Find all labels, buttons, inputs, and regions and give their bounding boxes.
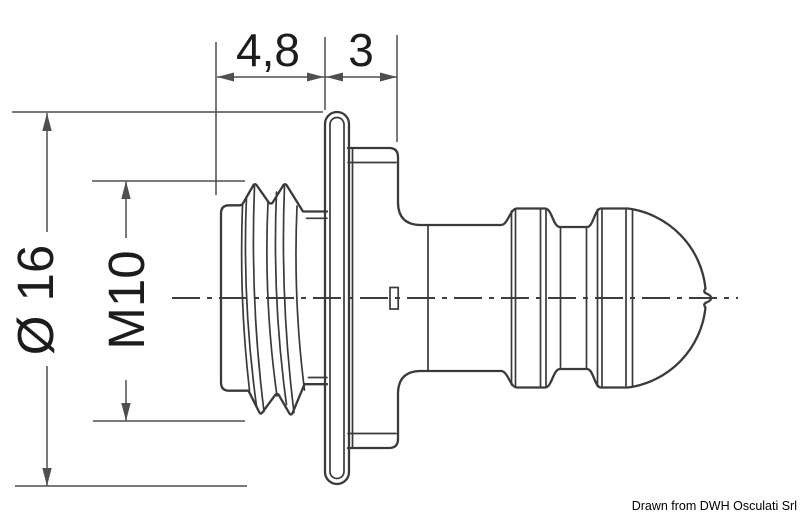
arrow-left [217, 72, 234, 82]
dimension-flange-diameter: Ø 16 [7, 245, 64, 356]
arrow-diameter-bottom [42, 468, 52, 486]
arrow-thread-bottom [121, 403, 131, 421]
attribution-text: Drawn from DWH Osculati Srl [632, 499, 797, 513]
dimension-thread-length: 4,8 [236, 24, 300, 76]
flange-inner [329, 116, 345, 480]
left-dimensions: Ø 16 M10 [7, 111, 323, 487]
thread-helix-lines [240, 185, 306, 414]
dimension-thread-size: M10 [98, 250, 155, 349]
extension-lines-top [215, 35, 398, 195]
arrow-mid-right [307, 72, 324, 82]
top-dimensions: 4,8 3 [215, 24, 398, 195]
arrow-mid-left [326, 72, 343, 82]
extension-lines-diameter [12, 111, 323, 487]
dimension-collar-width: 3 [348, 24, 374, 76]
extension-lines-thread [92, 180, 245, 422]
part-outline [219, 110, 713, 486]
face-center-mark [389, 286, 400, 310]
arrow-thread-top [121, 181, 131, 199]
arrow-diameter-top [42, 113, 52, 131]
surface-lines [427, 208, 634, 388]
collar-chamfer-lines [347, 147, 397, 449]
flange-outer [323, 110, 351, 486]
arrow-right [380, 72, 397, 82]
